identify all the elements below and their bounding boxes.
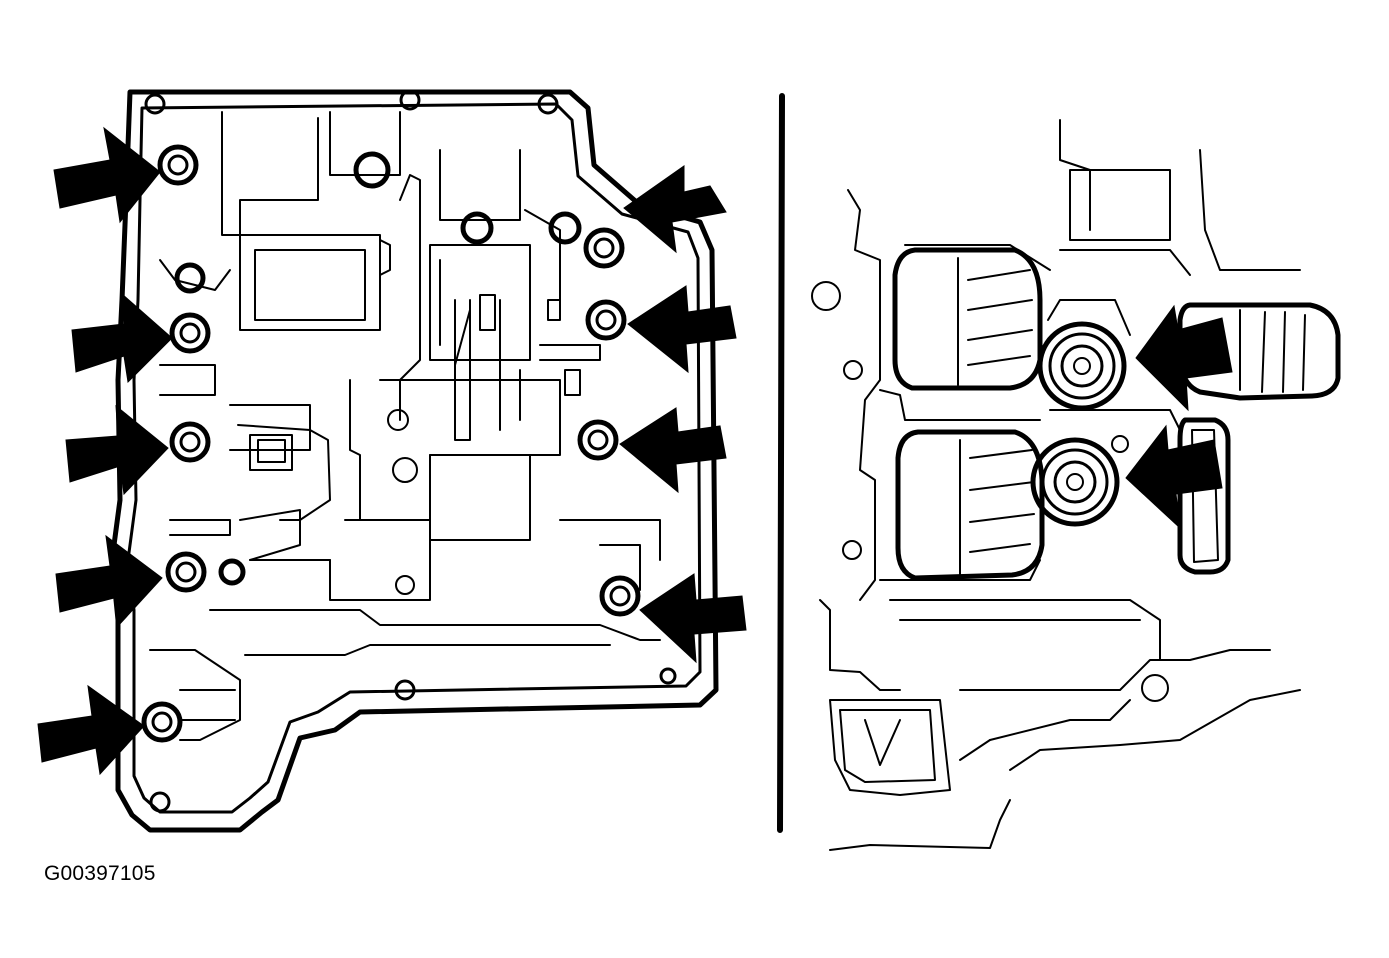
bolt-arrow-icon bbox=[55, 534, 163, 628]
gasket-hole bbox=[659, 667, 677, 685]
bolt-arrow-icon bbox=[623, 165, 727, 254]
bolt-head bbox=[151, 711, 173, 733]
solenoid-upper bbox=[1037, 299, 1131, 411]
bolt-arrow-icon bbox=[627, 285, 737, 374]
solenoid-pocket bbox=[895, 429, 1045, 581]
bolt-head bbox=[165, 551, 207, 593]
left-panel-valve-body bbox=[37, 89, 747, 833]
solenoid-arrow-icon bbox=[1135, 304, 1233, 412]
panel-divider bbox=[777, 93, 785, 833]
bolt-head bbox=[167, 154, 189, 176]
solenoid-arrow-icon bbox=[1125, 424, 1223, 530]
gasket-hole bbox=[149, 791, 171, 813]
gasket-hole bbox=[537, 93, 559, 115]
bolt-head bbox=[174, 262, 206, 294]
bolt-arrow-icon bbox=[37, 684, 145, 776]
bolt-head bbox=[548, 211, 582, 245]
connector-upper bbox=[1177, 302, 1341, 401]
bolt-arrow-icon bbox=[53, 126, 161, 224]
bolt-head bbox=[599, 575, 641, 617]
figure-id-label: G00397105 bbox=[44, 862, 156, 885]
bolt-head bbox=[587, 429, 609, 451]
bolt-head bbox=[353, 151, 391, 189]
solenoid-pocket bbox=[892, 247, 1043, 391]
gasket-hole bbox=[399, 89, 421, 111]
cover-inner-outline bbox=[126, 102, 702, 814]
bolt-arrow-icon bbox=[71, 292, 173, 384]
right-panel-solenoids bbox=[811, 119, 1341, 851]
connector-lower bbox=[1177, 417, 1231, 575]
bolt-head bbox=[141, 701, 183, 743]
bolt-arrow-icon bbox=[639, 573, 747, 664]
bolt-head bbox=[169, 312, 211, 354]
left-arrows bbox=[37, 126, 747, 776]
bolt-head bbox=[169, 421, 211, 463]
bolt-head bbox=[179, 322, 201, 344]
left-bolts bbox=[141, 144, 641, 743]
bolt-head bbox=[609, 585, 631, 607]
bolt-arrow-icon bbox=[65, 404, 169, 496]
bolt-head bbox=[175, 561, 197, 583]
solenoid-lower bbox=[1030, 437, 1120, 527]
bolt-arrow-icon bbox=[619, 407, 727, 494]
bolt-head bbox=[157, 144, 199, 186]
bolt-head bbox=[460, 211, 494, 245]
gasket-hole bbox=[144, 93, 166, 115]
valve-body-passages bbox=[149, 111, 661, 741]
bolt-head bbox=[179, 431, 201, 453]
gasket-hole bbox=[394, 679, 416, 701]
bolt-head bbox=[218, 558, 246, 586]
bolt-head bbox=[583, 227, 625, 269]
bolt-head bbox=[577, 419, 619, 461]
bolt-head bbox=[595, 309, 617, 331]
bolt-head bbox=[593, 237, 615, 259]
bolt-head bbox=[585, 299, 627, 341]
